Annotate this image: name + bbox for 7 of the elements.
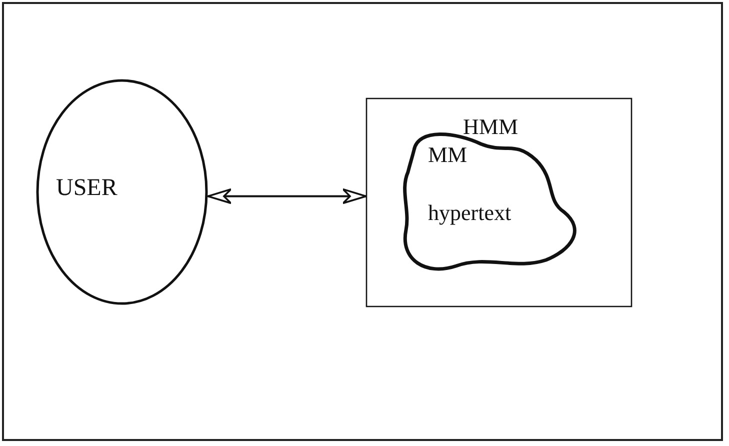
user-ellipse	[36, 79, 208, 305]
double-arrow	[207, 188, 367, 204]
node-label: hypertext	[428, 200, 512, 226]
module-box	[366, 98, 632, 307]
node-label: HMM	[463, 114, 518, 140]
node-label: USER	[56, 175, 118, 202]
node-label: MM	[428, 142, 468, 168]
